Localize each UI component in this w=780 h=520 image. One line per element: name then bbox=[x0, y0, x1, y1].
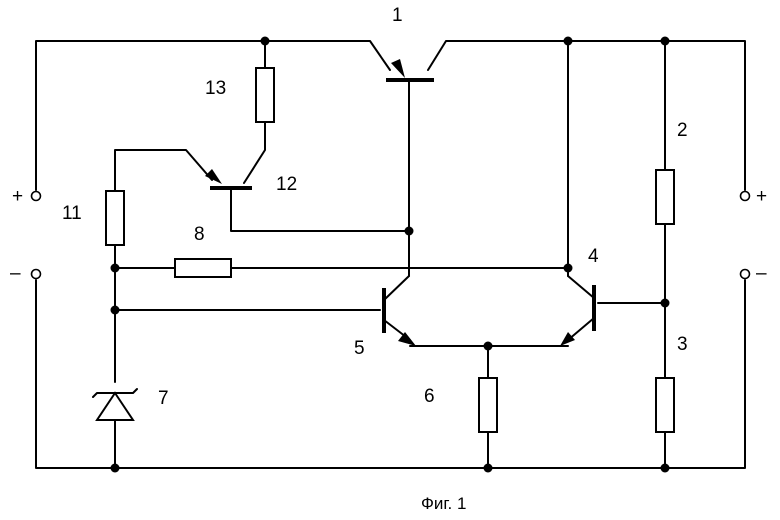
label-transistor-4: 4 bbox=[588, 246, 599, 267]
input-plus-sign: + bbox=[12, 186, 23, 207]
label-resistor-11: 11 bbox=[62, 203, 82, 224]
label-resistor-13: 13 bbox=[205, 78, 226, 99]
label-transistor-5: 5 bbox=[354, 338, 365, 359]
output-plus-sign: + bbox=[756, 186, 767, 207]
top-rail bbox=[35, 40, 746, 191]
junction-dots bbox=[110, 36, 670, 473]
label-transistor-1: 1 bbox=[392, 5, 403, 26]
transistor-1 bbox=[386, 59, 434, 277]
transistor-5 bbox=[114, 275, 569, 347]
transistor-12 bbox=[114, 149, 410, 232]
label-resistor-3: 3 bbox=[677, 334, 688, 355]
label-resistor-2: 2 bbox=[677, 120, 688, 141]
label-transistor-12: 12 bbox=[276, 174, 297, 195]
input-minus-sign: – bbox=[10, 263, 21, 284]
resistor-2 bbox=[655, 40, 675, 379]
transistor-4 bbox=[560, 40, 666, 346]
output-plus-terminal bbox=[739, 190, 751, 202]
input-minus-terminal bbox=[30, 268, 42, 280]
resistor-13 bbox=[243, 40, 275, 184]
zener-diode-7 bbox=[92, 388, 138, 469]
resistor-8 bbox=[114, 258, 569, 278]
resistor-3 bbox=[655, 377, 675, 469]
label-resistor-8: 8 bbox=[194, 224, 205, 245]
label-resistor-6: 6 bbox=[424, 386, 435, 407]
resistor-6 bbox=[478, 345, 498, 469]
input-plus-terminal bbox=[30, 190, 42, 202]
output-minus-terminal bbox=[739, 268, 751, 280]
output-minus-sign: – bbox=[756, 263, 767, 284]
bottom-rail bbox=[35, 279, 746, 469]
figure-caption: Фиг. 1 bbox=[421, 494, 466, 513]
label-zener-7: 7 bbox=[158, 388, 169, 409]
resistor-11 bbox=[105, 190, 125, 383]
